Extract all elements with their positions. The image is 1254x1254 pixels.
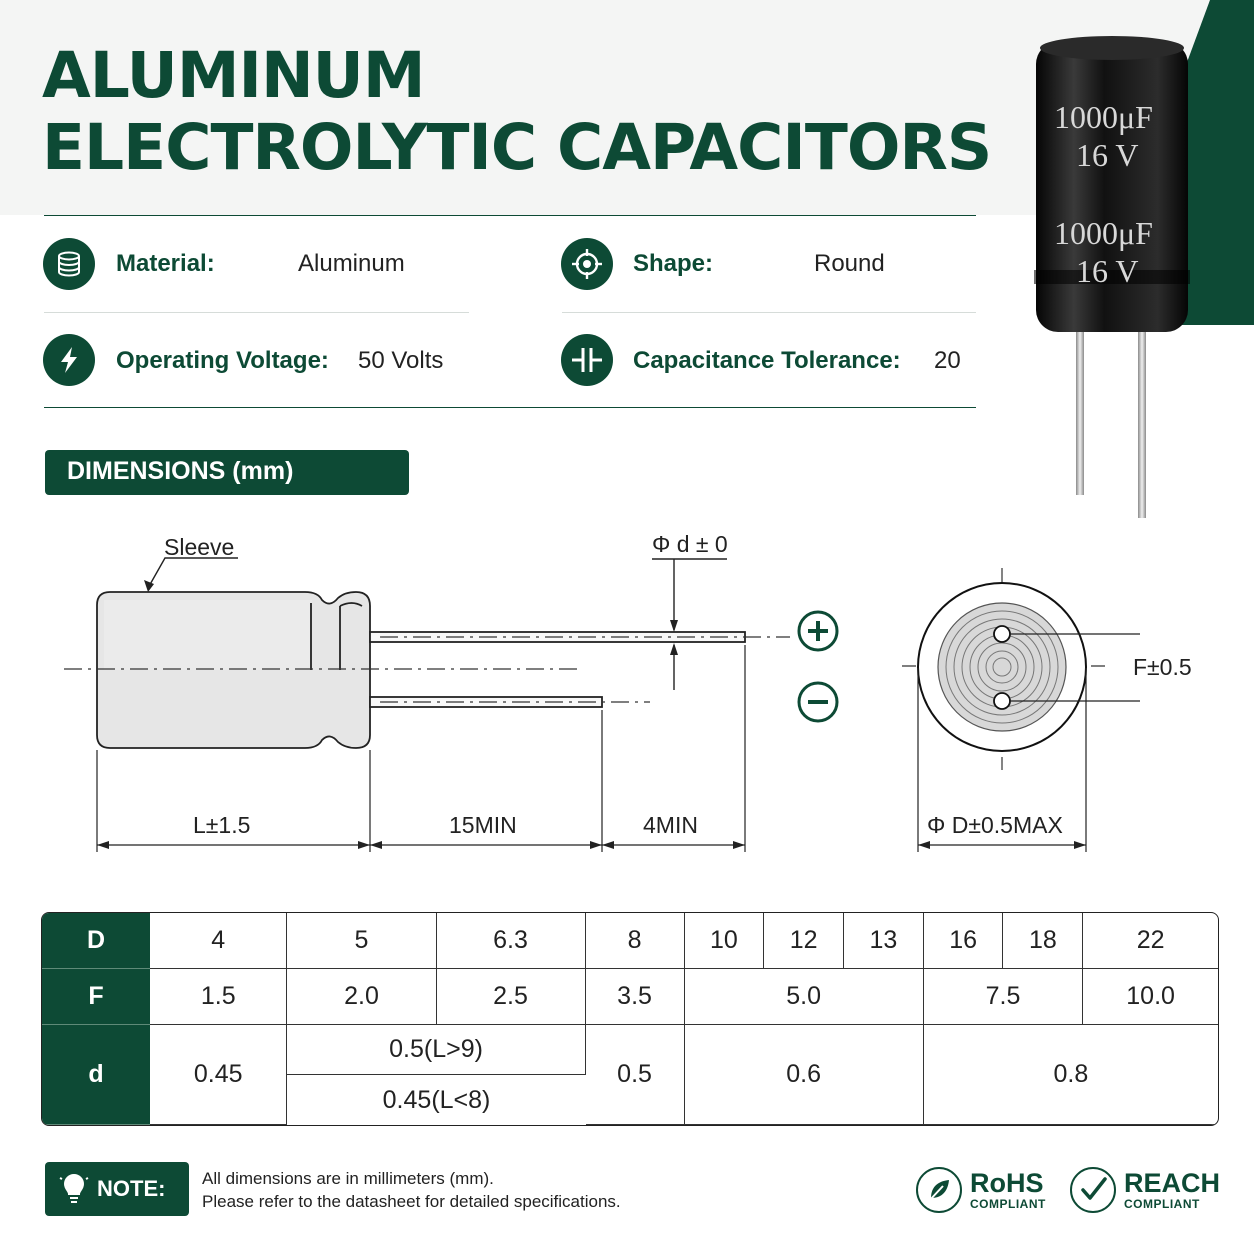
table-cell: 0.5 — [585, 1025, 685, 1125]
note-badge: NOTE: — [45, 1162, 189, 1216]
spec-top-divider — [44, 215, 976, 216]
side-view-drawing — [64, 557, 839, 852]
rohs-name: RoHS — [970, 1167, 1044, 1198]
material-value: Aluminum — [298, 250, 405, 277]
table-cell: 10 — [684, 913, 765, 969]
target-icon — [561, 238, 613, 290]
table-cell: 16 — [923, 913, 1004, 969]
tolerance-value: 20 — [934, 347, 961, 374]
photo-marking-3: 1000μF — [1054, 215, 1153, 251]
row-header-D: D — [42, 913, 150, 969]
note-line-1: All dimensions are in millimeters (mm). — [202, 1169, 494, 1188]
leaf-icon — [916, 1167, 962, 1213]
table-cell: 10.0 — [1083, 969, 1218, 1025]
table-row: d 0.45 0.5(L>9) 0.5 0.6 0.8 — [42, 1025, 1218, 1125]
lightbulb-icon — [59, 1174, 89, 1203]
table-cell: 4 — [150, 913, 288, 969]
table-cell: 22 — [1083, 913, 1218, 969]
note-label: NOTE: — [97, 1176, 166, 1201]
row-header-d: d — [42, 1025, 150, 1125]
table-cell: 0.6 — [684, 1025, 924, 1125]
spec-bottom-divider — [44, 407, 976, 408]
shape-value: Round — [814, 250, 885, 277]
body-diameter-label: Φ D±0.5MAX — [927, 812, 1063, 838]
row-header-F: F — [42, 969, 150, 1025]
table-row: 0.45(L<8) — [42, 1075, 1218, 1125]
table-cell: 0.8 — [923, 1025, 1218, 1125]
note-text: All dimensions are in millimeters (mm). … — [202, 1167, 621, 1213]
pitch-label: F±0.5 — [1133, 654, 1192, 681]
stack-icon — [43, 238, 95, 290]
table-cell: 18 — [1003, 913, 1084, 969]
table-cell: 0.5(L>9) — [287, 1025, 586, 1075]
lead-4min-label: 4MIN — [643, 812, 698, 838]
dimension-table: D 4 5 6.3 8 10 12 13 16 18 22 F 1.5 2.0 … — [41, 912, 1219, 1126]
lightning-icon — [43, 334, 95, 386]
reach-badge: REACH COMPLIANT — [1070, 1163, 1220, 1217]
lead-15min-label: 15MIN — [449, 812, 517, 838]
table-row: F 1.5 2.0 2.5 3.5 5.0 7.5 10.0 — [42, 969, 1218, 1025]
voltage-value: 50 Volts — [358, 347, 444, 374]
spec-mid-divider-right — [562, 312, 976, 313]
spec-mid-divider-left — [44, 312, 469, 313]
table-row: D 4 5 6.3 8 10 12 13 16 18 22 — [42, 913, 1218, 969]
capacitor-icon — [561, 334, 613, 386]
reach-name: REACH — [1124, 1167, 1221, 1198]
photo-marking-4: 16 V — [1076, 253, 1139, 289]
table-cell: 12 — [764, 913, 845, 969]
voltage-label: Operating Voltage: — [116, 347, 329, 374]
rohs-badge: RoHS COMPLIANT — [916, 1163, 1046, 1217]
photo-marking-1: 1000μF — [1054, 99, 1153, 135]
end-view-drawing — [902, 568, 1140, 852]
dimensions-heading: DIMENSIONS (mm) — [45, 450, 409, 495]
table-cell: 0.45(L<8) — [382, 1085, 491, 1114]
material-label: Material: — [116, 250, 215, 277]
table-cell: 8 — [585, 913, 685, 969]
table-cell: 3.5 — [585, 969, 685, 1025]
title-line-2: ELECTROLYTIC CAPACITORS — [42, 111, 992, 184]
photo-marking-2: 16 V — [1076, 137, 1139, 173]
table-cell: 2.5 — [436, 969, 586, 1025]
tolerance-label: Capacitance Tolerance: — [633, 347, 901, 374]
table-cell: 5 — [287, 913, 437, 969]
lead-diameter-label: Φ d ± 0 — [652, 531, 728, 557]
note-line-2: Please refer to the datasheet for detail… — [202, 1192, 621, 1211]
reach-sub: COMPLIANT — [1124, 1196, 1200, 1211]
table-cell: 7.5 — [923, 969, 1084, 1025]
table-cell: 2.0 — [287, 969, 437, 1025]
checkmark-icon — [1070, 1167, 1116, 1213]
page-title: ALUMINUM ELECTROLYTIC CAPACITORS — [42, 39, 992, 184]
table-cell: 0.45 — [150, 1025, 288, 1125]
table-cell: 1.5 — [150, 969, 288, 1025]
body-length-label: L±1.5 — [193, 812, 251, 838]
capacitor-photo: 1000μF 16 V 1000μF 16 V — [1034, 36, 1190, 518]
title-line-1: ALUMINUM — [42, 39, 426, 112]
rohs-sub: COMPLIANT — [970, 1196, 1046, 1211]
table-cell: 13 — [844, 913, 924, 969]
shape-label: Shape: — [633, 250, 714, 277]
table-cell: 5.0 — [684, 969, 924, 1025]
sleeve-label: Sleeve — [164, 534, 235, 560]
table-cell: 6.3 — [436, 913, 586, 969]
